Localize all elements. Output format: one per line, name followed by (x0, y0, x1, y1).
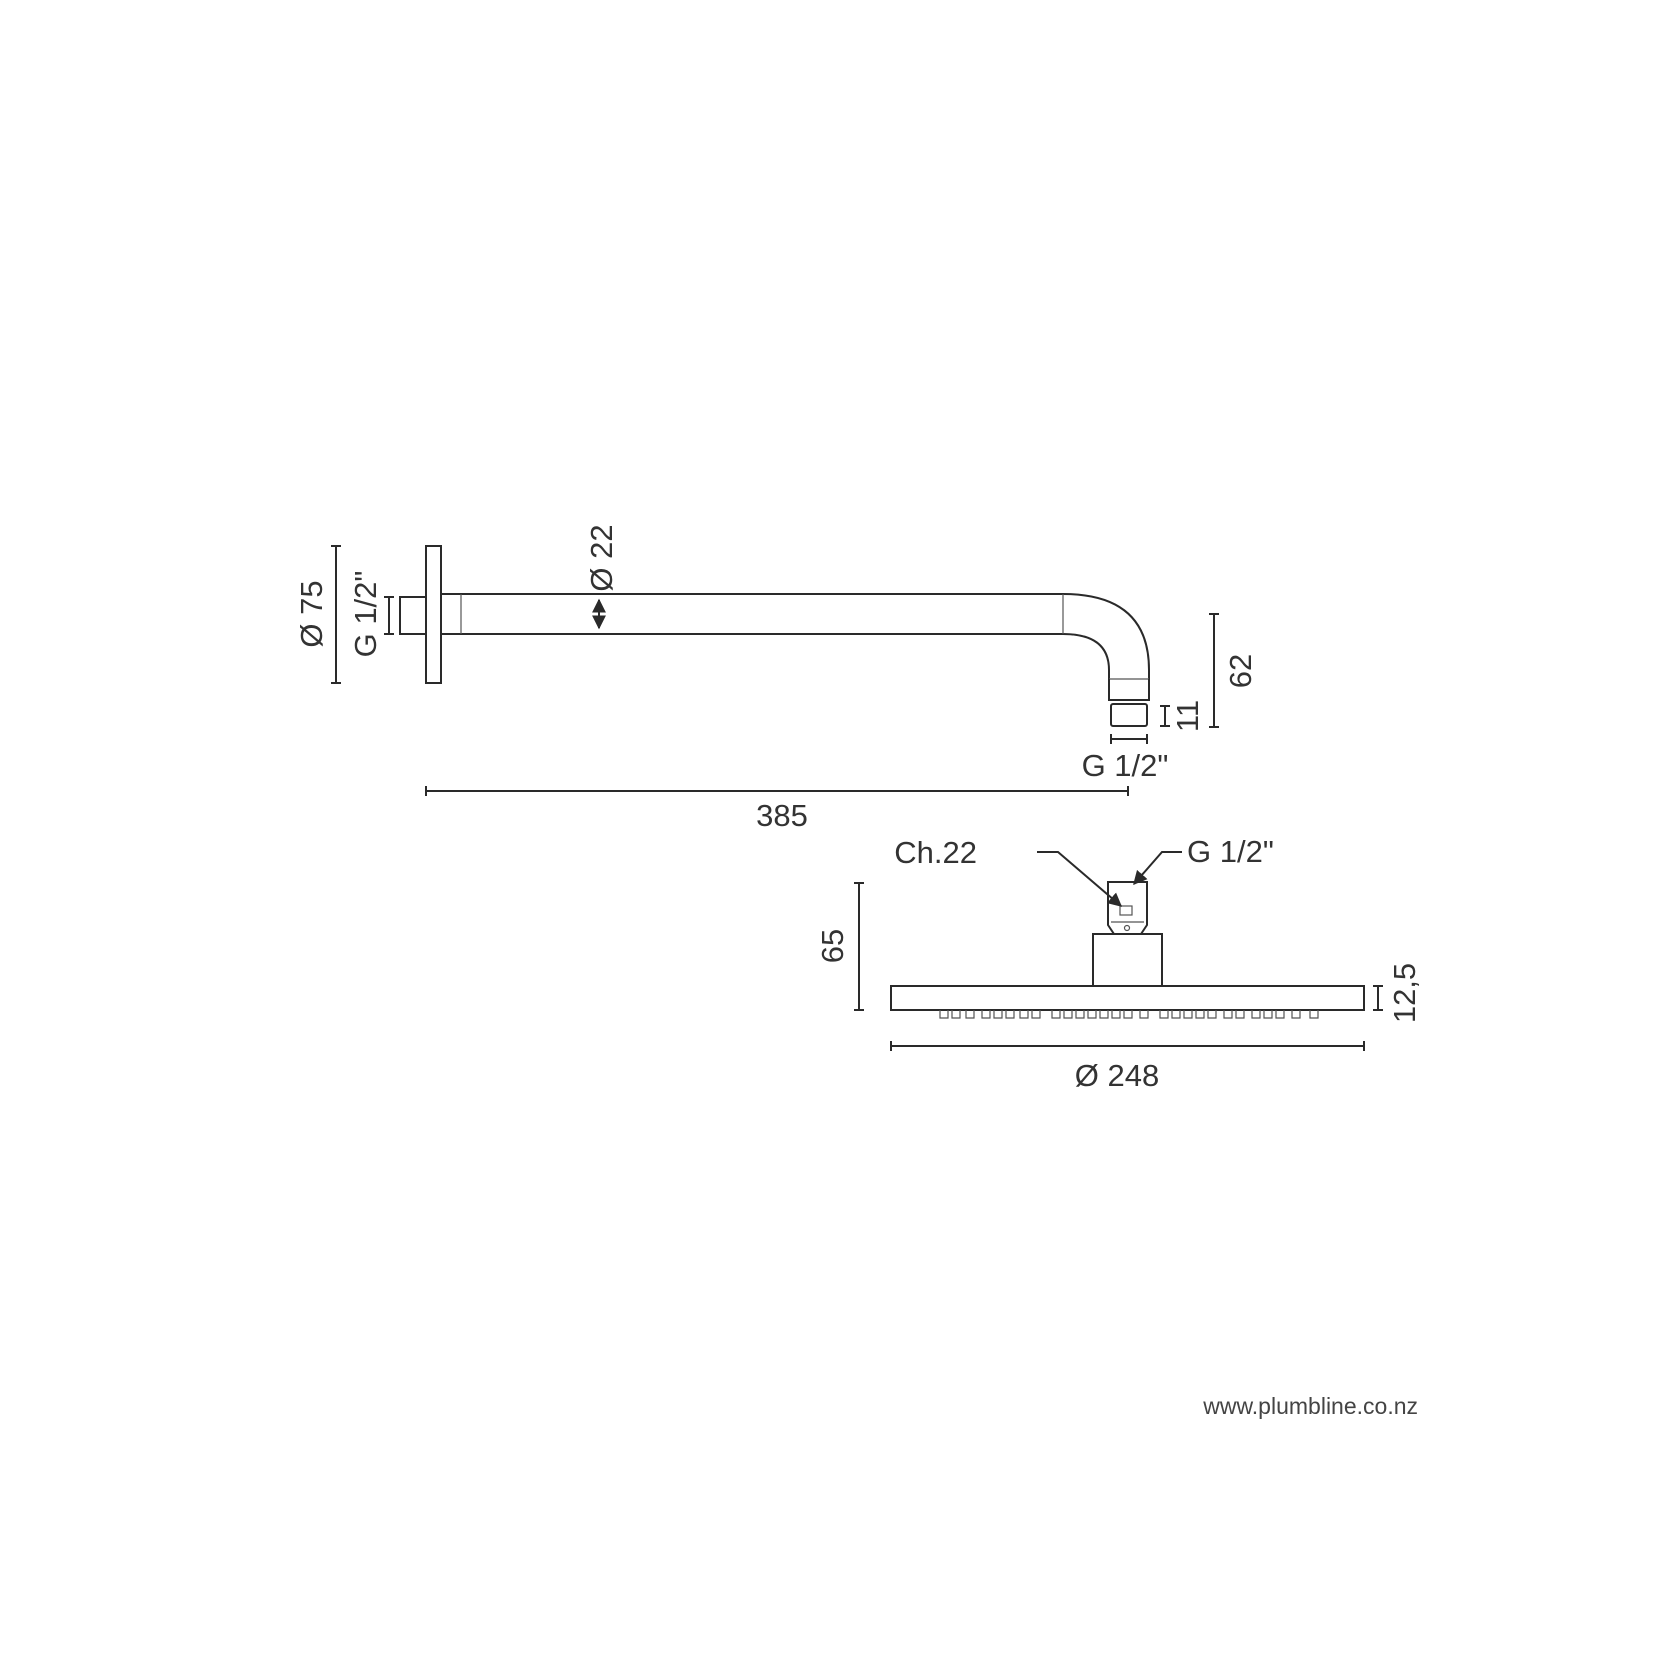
shower-head-drawing (890, 881, 1365, 1019)
arm-diameter-dimension: Ø 22 (584, 524, 619, 630)
nozzle (1309, 1010, 1319, 1019)
wrench-size-label: Ch.22 (894, 835, 977, 870)
shower-arm-drawing (399, 545, 1150, 727)
flange-diameter-dimension: Ø 75 (294, 545, 341, 684)
nozzle (939, 1010, 949, 1019)
nozzle (1195, 1010, 1205, 1019)
head-inlet-thread-callout: G 1/2" (1133, 834, 1274, 886)
nozzle (1291, 1010, 1301, 1019)
nozzle (993, 1010, 1003, 1019)
head-dimensions: Ch.22 G 1/2" 65 12,5 Ø 248 (815, 834, 1422, 1093)
nozzle (1263, 1010, 1273, 1019)
arm-dimensions: Ø 75 G 1/2" Ø 22 62 11 G 1/2" 385 (294, 524, 1258, 833)
inlet-thread-dimension: G 1/2" (348, 571, 394, 658)
nozzle (1005, 1010, 1015, 1019)
nozzle (1075, 1010, 1085, 1019)
flange-diameter-label: Ø 75 (294, 580, 329, 647)
nozzle (1063, 1010, 1073, 1019)
head-diameter-dimension: Ø 248 (890, 1041, 1365, 1093)
outlet-thread-dimension: G 1/2" (1082, 734, 1169, 783)
projection-length-dimension: 385 (425, 786, 1129, 833)
nozzle (951, 1010, 961, 1019)
plate-thickness-dimension: 12,5 (1373, 963, 1422, 1023)
outlet-nut (1110, 703, 1148, 727)
nozzle (1275, 1010, 1285, 1019)
head-inlet-thread-label: G 1/2" (1187, 834, 1274, 869)
nozzle (981, 1010, 991, 1019)
nozzle (1019, 1010, 1029, 1019)
nozzle (1251, 1010, 1261, 1019)
nozzle (1171, 1010, 1181, 1019)
wrench-size-callout: Ch.22 (894, 835, 1123, 907)
nozzle (1223, 1010, 1233, 1019)
nozzle (1099, 1010, 1109, 1019)
drop-height-label: 62 (1223, 654, 1258, 688)
spray-nozzles (939, 1010, 1319, 1019)
inlet-nipple (399, 596, 427, 635)
nozzle (1139, 1010, 1149, 1019)
outlet-thread-length-label: 11 (1170, 700, 1205, 732)
projection-length-label: 385 (756, 798, 808, 833)
nozzle (1235, 1010, 1245, 1019)
head-stem (1092, 933, 1163, 987)
wall-flange (425, 545, 442, 684)
swivel-connector (1107, 881, 1148, 935)
arm-pipe (441, 593, 1150, 679)
nozzle (1087, 1010, 1097, 1019)
outlet-thread-label: G 1/2" (1082, 748, 1169, 783)
nozzle (1031, 1010, 1041, 1019)
head-diameter-label: Ø 248 (1075, 1058, 1159, 1093)
drop-height-dimension: 62 (1209, 613, 1258, 728)
outlet-thread-length-dimension: 11 (1160, 700, 1205, 732)
total-height-dimension: 65 (815, 882, 864, 1011)
arm-diameter-label: Ø 22 (584, 524, 619, 591)
head-plate (890, 985, 1365, 1011)
nozzle (1051, 1010, 1061, 1019)
website-watermark: www.plumbline.co.nz (1202, 1393, 1418, 1419)
nozzle (1183, 1010, 1193, 1019)
inlet-thread-label: G 1/2" (348, 571, 383, 658)
nozzle (1159, 1010, 1169, 1019)
nozzle (1111, 1010, 1121, 1019)
total-height-label: 65 (815, 929, 850, 963)
nozzle (1207, 1010, 1217, 1019)
plate-thickness-label: 12,5 (1387, 963, 1422, 1023)
nozzle (965, 1010, 975, 1019)
nozzle (1123, 1010, 1133, 1019)
